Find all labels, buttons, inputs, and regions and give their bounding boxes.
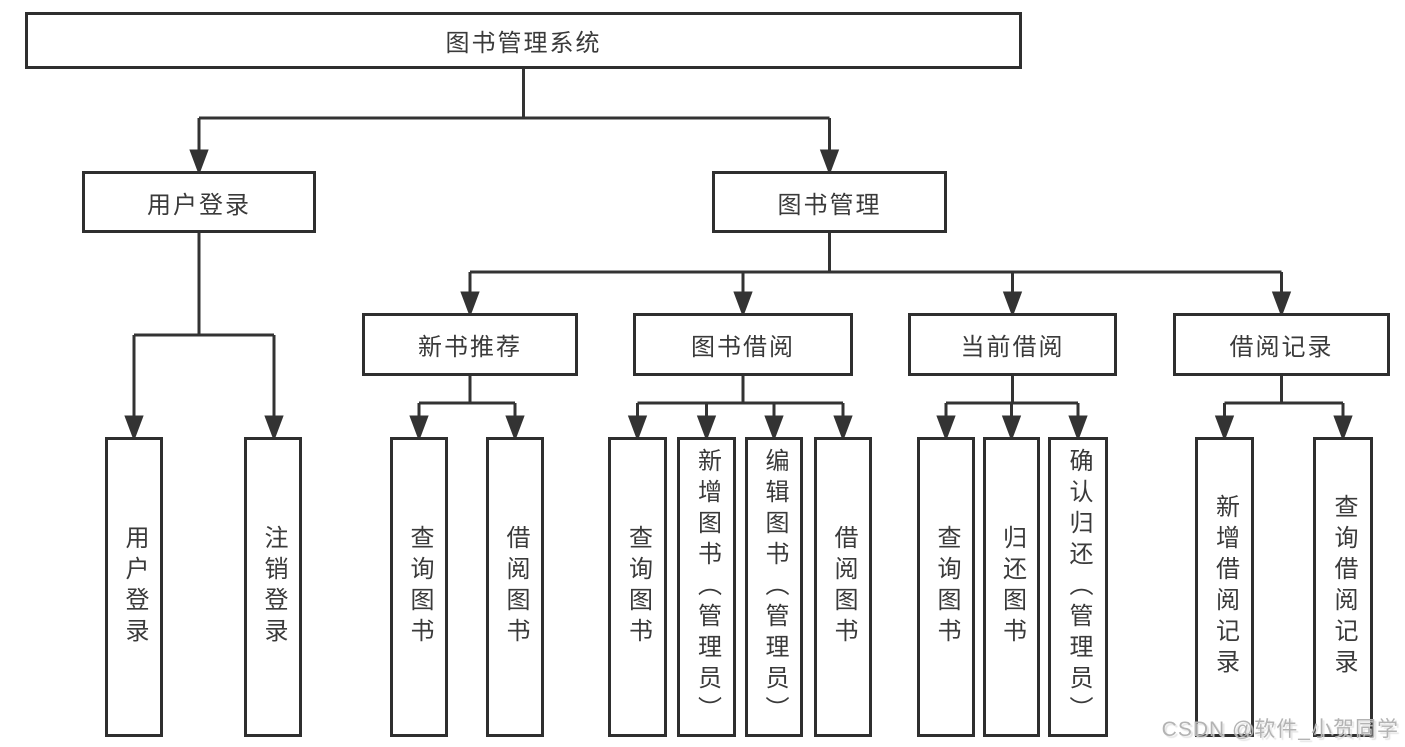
- arrowhead: [189, 149, 209, 176]
- arrowhead: [764, 415, 784, 442]
- leaf-add-borrow-record: 新增借阅记录: [1195, 437, 1254, 737]
- csdn-watermark: CSDN @软件_小贺同学: [1161, 718, 1399, 741]
- arrowhead: [819, 149, 840, 176]
- node-book-mgmt-label: 图书管理: [777, 191, 882, 219]
- node-user-login: 用户登录: [82, 171, 316, 233]
- arrowhead: [1002, 291, 1023, 318]
- arrowhead: [264, 415, 284, 442]
- arrowhead: [833, 415, 853, 442]
- arrowhead: [1214, 415, 1235, 442]
- leaf-borrow-books-label: 借阅图书: [830, 525, 857, 649]
- leaf-query-books-borrow: 查询图书: [608, 437, 667, 737]
- leaf-return-book: 归还图书: [983, 437, 1040, 737]
- connector-root: [189, 69, 840, 176]
- connector-new-book-rec: [409, 376, 525, 442]
- connector-book-mgmt: [460, 233, 1292, 318]
- leaf-logout: 注销登录: [244, 437, 302, 737]
- leaf-edit-book-admin: 编辑图书（管理员）: [745, 437, 803, 737]
- node-borrow-records-label: 借阅记录: [1229, 334, 1334, 361]
- leaf-confirm-return-admin: 确认归还（管理员）: [1048, 437, 1108, 737]
- leaf-query-books-current: 查询图书: [917, 437, 975, 737]
- leaf-borrow-books: 借阅图书: [814, 437, 872, 737]
- leaf-edit-book-admin-label: 编辑图书（管理员）: [761, 447, 788, 727]
- arrowhead: [505, 415, 525, 442]
- arrowhead: [460, 291, 480, 318]
- arrowhead: [1001, 415, 1022, 442]
- leaf-query-books-current-label: 查询图书: [933, 525, 960, 649]
- arrowhead: [409, 415, 429, 442]
- leaf-return-book-label: 归还图书: [998, 525, 1026, 649]
- leaf-logout-label: 注销登录: [260, 525, 287, 649]
- leaf-add-book-admin: 新增图书（管理员）: [677, 437, 736, 737]
- leaf-query-books-rec-label: 查询图书: [406, 525, 433, 649]
- arrowhead: [696, 415, 717, 442]
- node-root: 图书管理系统: [25, 12, 1022, 69]
- leaf-confirm-return-admin-label: 确认归还（管理员）: [1065, 447, 1092, 727]
- leaf-add-borrow-record-label: 新增借阅记录: [1211, 494, 1239, 680]
- leaf-query-borrow-record-label: 查询借阅记录: [1330, 494, 1357, 680]
- leaf-user-login: 用户登录: [105, 437, 163, 737]
- arrowhead: [1068, 415, 1088, 442]
- node-root-label: 图书管理系统: [445, 30, 602, 57]
- node-new-book-rec: 新书推荐: [362, 313, 578, 376]
- connector-user-login: [124, 233, 284, 442]
- node-current-borrow-label: 当前借阅: [960, 334, 1065, 361]
- leaf-query-books-rec: 查询图书: [390, 437, 448, 737]
- connector-book-borrow: [627, 376, 853, 442]
- node-book-borrow: 图书借阅: [633, 313, 853, 376]
- node-book-borrow-label: 图书借阅: [691, 334, 795, 361]
- leaf-borrow-books-rec: 借阅图书: [486, 437, 544, 737]
- node-user-login-label: 用户登录: [147, 191, 251, 219]
- node-borrow-records: 借阅记录: [1173, 313, 1390, 376]
- leaf-borrow-books-rec-label: 借阅图书: [502, 525, 529, 649]
- leaf-add-book-admin-label: 新增图书（管理员）: [693, 447, 721, 727]
- arrowhead: [124, 415, 144, 442]
- arrowhead: [936, 415, 956, 442]
- node-new-book-rec-label: 新书推荐: [418, 334, 522, 361]
- leaf-user-login-label: 用户登录: [121, 525, 148, 649]
- arrowhead: [1271, 291, 1292, 318]
- arrowhead: [627, 415, 648, 442]
- leaf-query-borrow-record: 查询借阅记录: [1313, 437, 1373, 737]
- connector-borrow-records: [1214, 376, 1353, 442]
- arrowhead: [733, 291, 753, 318]
- leaf-query-books-borrow-label: 查询图书: [624, 525, 652, 649]
- node-book-mgmt: 图书管理: [712, 171, 947, 233]
- node-current-borrow: 当前借阅: [908, 313, 1117, 376]
- connector-current-borrow: [936, 376, 1088, 442]
- arrowhead: [1333, 415, 1353, 442]
